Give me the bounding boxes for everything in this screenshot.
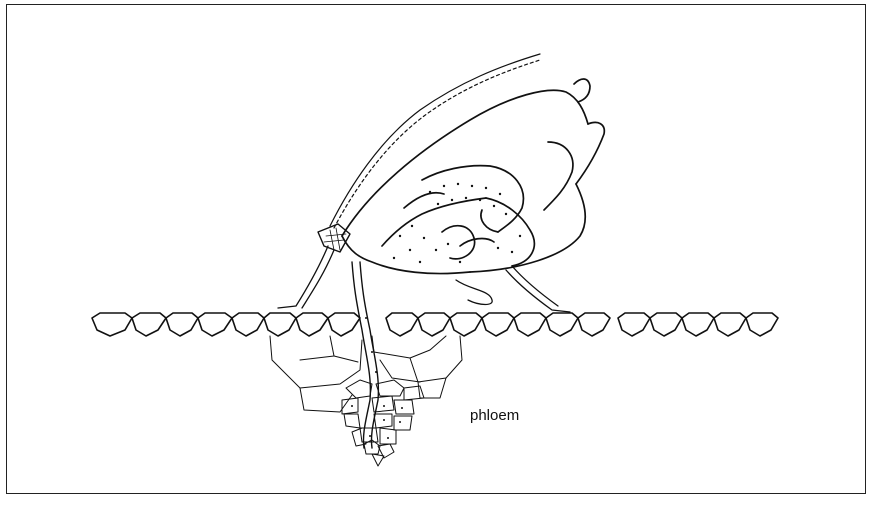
leaf-epidermis <box>92 313 778 336</box>
aphid-legs <box>278 246 570 312</box>
aphid-body <box>342 79 604 274</box>
stylet-bundle <box>352 262 378 448</box>
aphid-antenna <box>330 54 540 228</box>
gut-stippling <box>351 183 521 439</box>
mesophyll-cells <box>270 336 462 412</box>
phloem-label: phloem <box>470 407 519 424</box>
phloem-cells <box>342 380 424 466</box>
